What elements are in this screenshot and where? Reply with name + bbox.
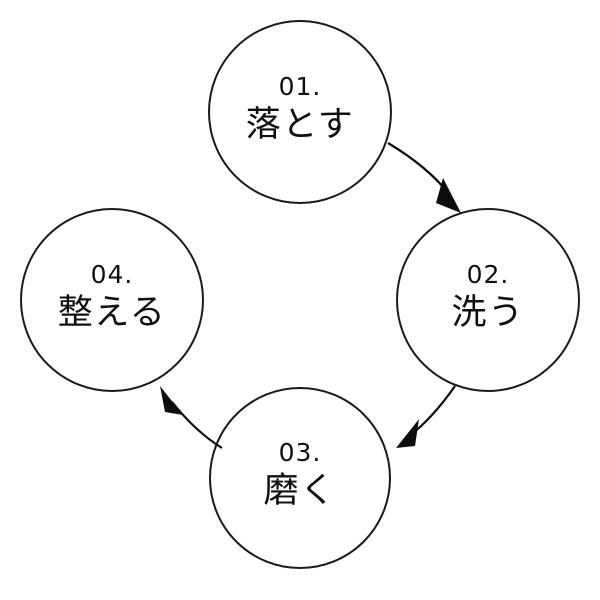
- node-label-01: 落とす: [245, 105, 355, 145]
- arrow-02-to-03: [396, 385, 456, 448]
- node-text-01: 01. 落とす: [209, 74, 391, 143]
- arrow-03-to-04: [160, 386, 223, 449]
- node-number-04: 04.: [90, 260, 134, 289]
- node-number-01: 01.: [278, 72, 322, 101]
- arrowhead-icon: [436, 178, 461, 213]
- node-label-03: 磨く: [263, 471, 337, 511]
- arrow-01-to-02: [387, 142, 461, 213]
- node-label-02: 洗う: [451, 293, 525, 333]
- arrowhead-icon: [160, 386, 183, 415]
- arrowhead-icon: [396, 419, 419, 448]
- node-label-04: 整える: [57, 293, 167, 333]
- node-circle-02[interactable]: [396, 208, 580, 392]
- node-text-02: 02. 洗う: [397, 262, 579, 331]
- node-circle-03[interactable]: [209, 387, 391, 569]
- node-text-04: 04. 整える: [21, 262, 203, 331]
- node-circle-01[interactable]: [208, 20, 392, 204]
- node-circle-04[interactable]: [20, 208, 204, 392]
- node-number-02: 02.: [466, 260, 510, 289]
- node-text-03: 03. 磨く: [209, 440, 391, 509]
- node-number-03: 03.: [278, 438, 322, 467]
